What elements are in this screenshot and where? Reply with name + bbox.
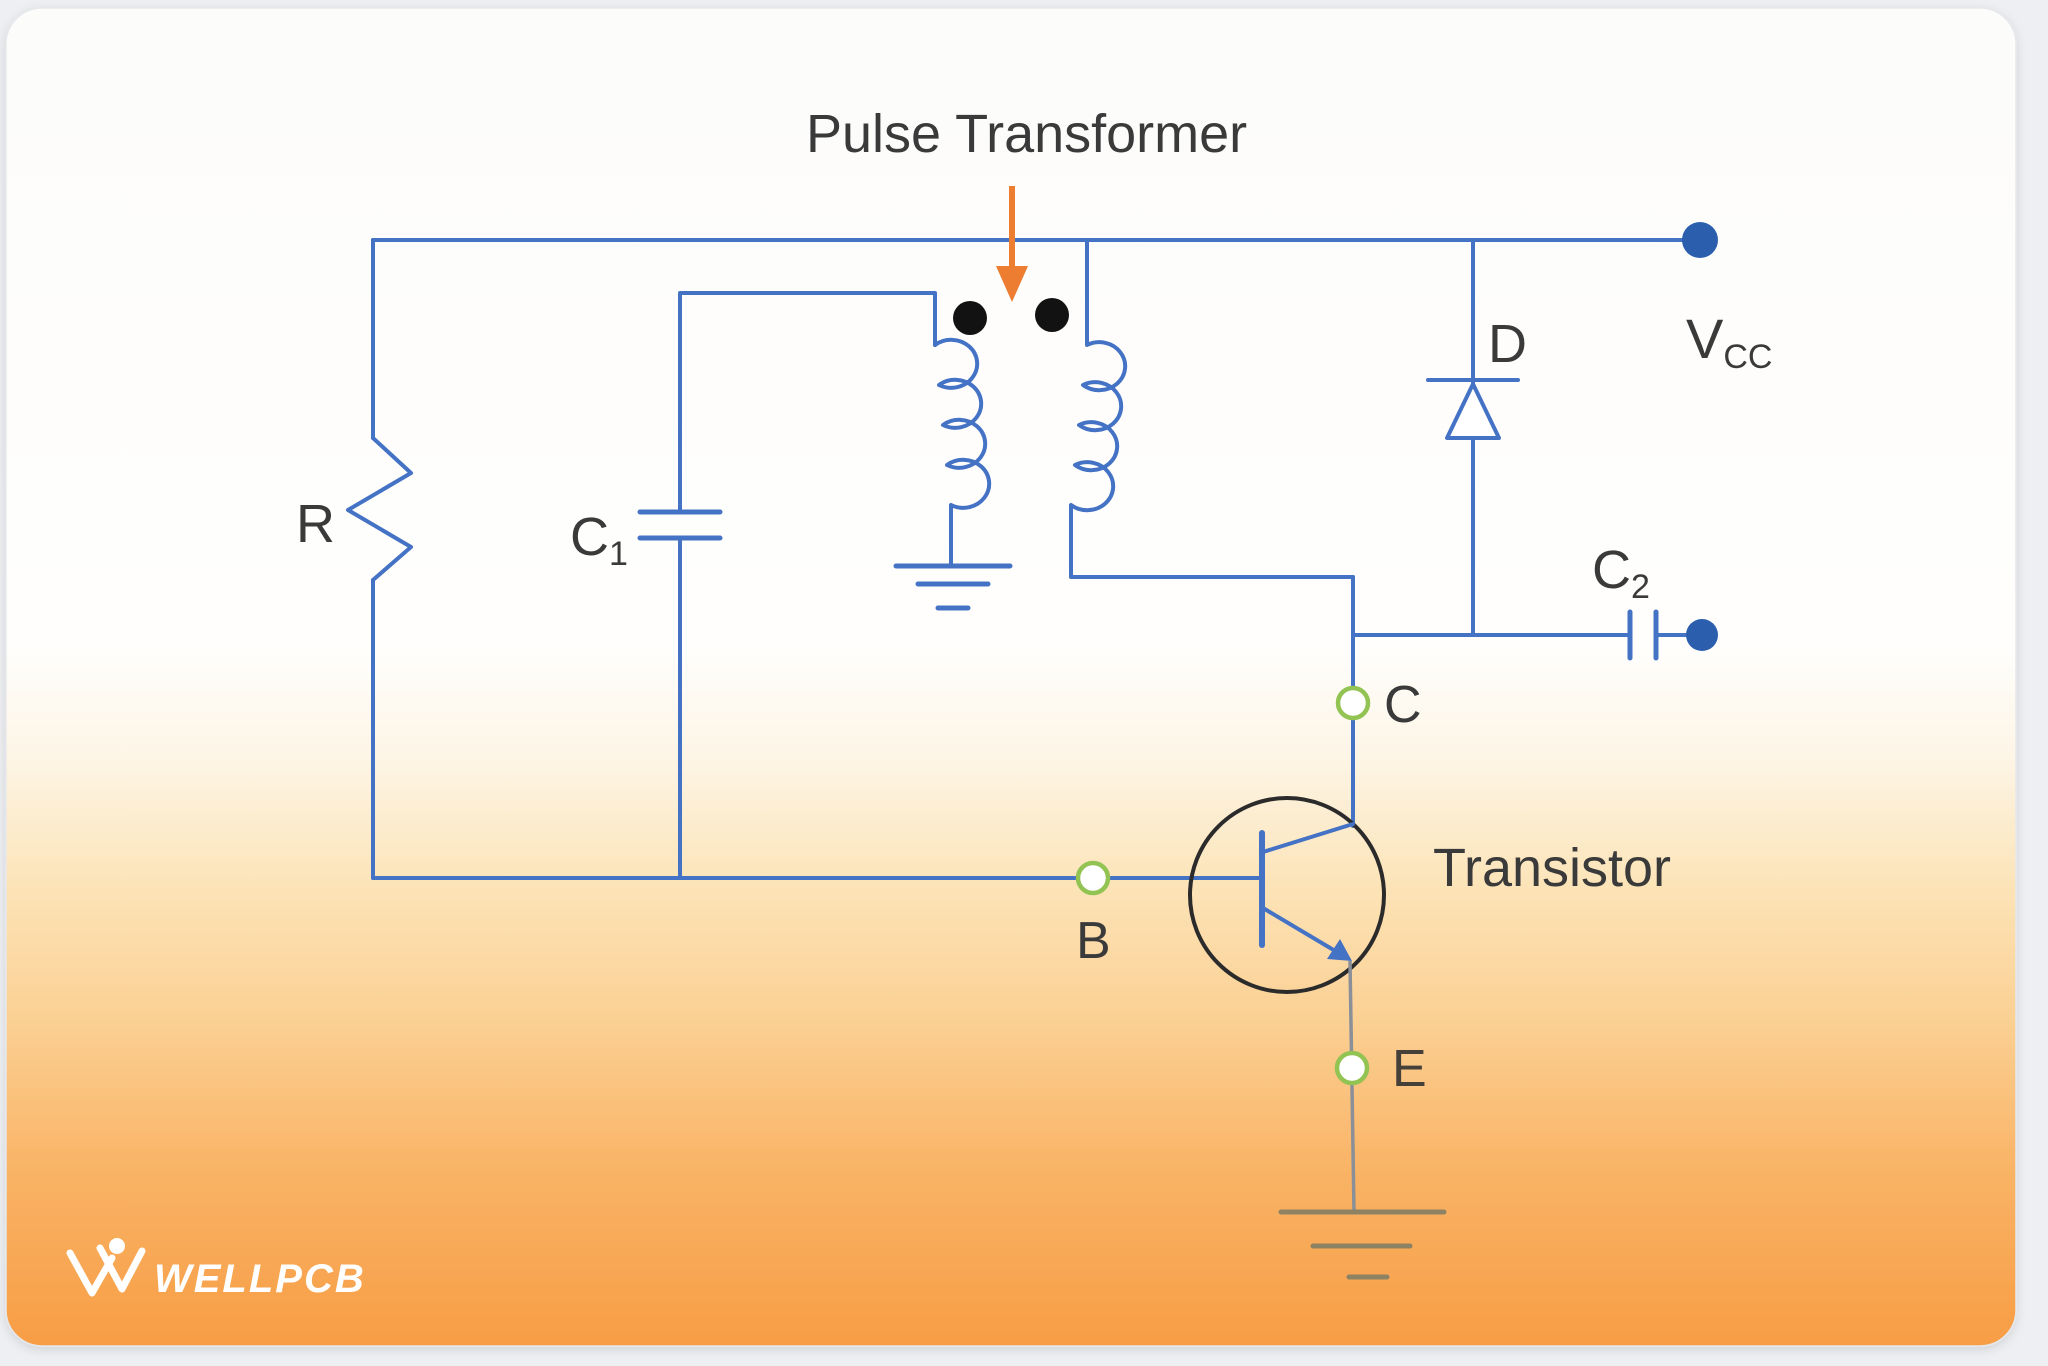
vcc-label: VCC xyxy=(1686,307,1772,376)
base-terminal-ring xyxy=(1075,860,1111,896)
transformer-primary-coil xyxy=(933,337,992,568)
base-terminal-label: B xyxy=(1076,912,1111,970)
vcc-label-main: V xyxy=(1686,307,1724,370)
illustration-card xyxy=(5,7,2017,1347)
capacitor2-label-sub: 2 xyxy=(1631,568,1650,606)
polarity-dot-primary-icon xyxy=(953,301,987,335)
transistor-collector-lead xyxy=(1261,822,1355,854)
diode-symbol xyxy=(1445,382,1501,440)
transistor-terminals xyxy=(1075,685,1371,1086)
pulse-transformer-arrow-icon xyxy=(996,186,1028,302)
capacitor1-branch-wire xyxy=(678,291,937,880)
diagram-title: Pulse Transformer xyxy=(806,104,1247,164)
collector-terminal-ring xyxy=(1335,685,1371,721)
npn-transistor-symbol xyxy=(1259,822,1355,961)
emitter-terminal-label: E xyxy=(1392,1040,1427,1098)
diode-label: D xyxy=(1488,314,1527,374)
polarity-dot-secondary-icon xyxy=(1035,298,1069,332)
resistor-label: R xyxy=(296,494,335,554)
transistor-label: Transistor xyxy=(1433,838,1671,898)
emitter-wire xyxy=(1348,960,1356,1213)
capacitor1-label-sub: 1 xyxy=(609,535,628,573)
transistor-circle xyxy=(1188,796,1386,994)
logo-v-left xyxy=(66,1249,116,1297)
wellpcb-wordmark: WELLPCB xyxy=(154,1257,366,1301)
logo-v-right xyxy=(96,1244,146,1293)
capacitor2-label: C2 xyxy=(1592,540,1650,606)
resistor-symbol xyxy=(346,436,413,582)
transistor-emitter-lead xyxy=(1261,906,1344,957)
capacitor2-label-main: C xyxy=(1592,540,1631,600)
arrow-head xyxy=(996,266,1028,302)
wellpcb-logo: WELLPCB xyxy=(66,1238,366,1301)
capacitor2-symbol xyxy=(1627,609,1659,661)
capacitor1-label: C1 xyxy=(570,507,628,573)
collector-terminal-label: C xyxy=(1384,676,1422,734)
capacitor1-symbol xyxy=(637,509,723,541)
vcc-label-sub: CC xyxy=(1723,338,1772,376)
emitter-ground-symbol xyxy=(1278,1209,1447,1280)
primary-ground-symbol xyxy=(893,563,1013,611)
output-node-dot xyxy=(1686,619,1718,651)
transformer-secondary-coil xyxy=(1069,238,1355,579)
emitter-terminal-ring xyxy=(1334,1050,1370,1086)
capacitor1-label-main: C xyxy=(570,507,609,567)
wellpcb-logo-icon xyxy=(66,1238,146,1297)
logo-dot xyxy=(109,1238,125,1254)
emitter-arrow-icon xyxy=(1327,939,1352,961)
vcc-node-dot xyxy=(1682,222,1718,258)
